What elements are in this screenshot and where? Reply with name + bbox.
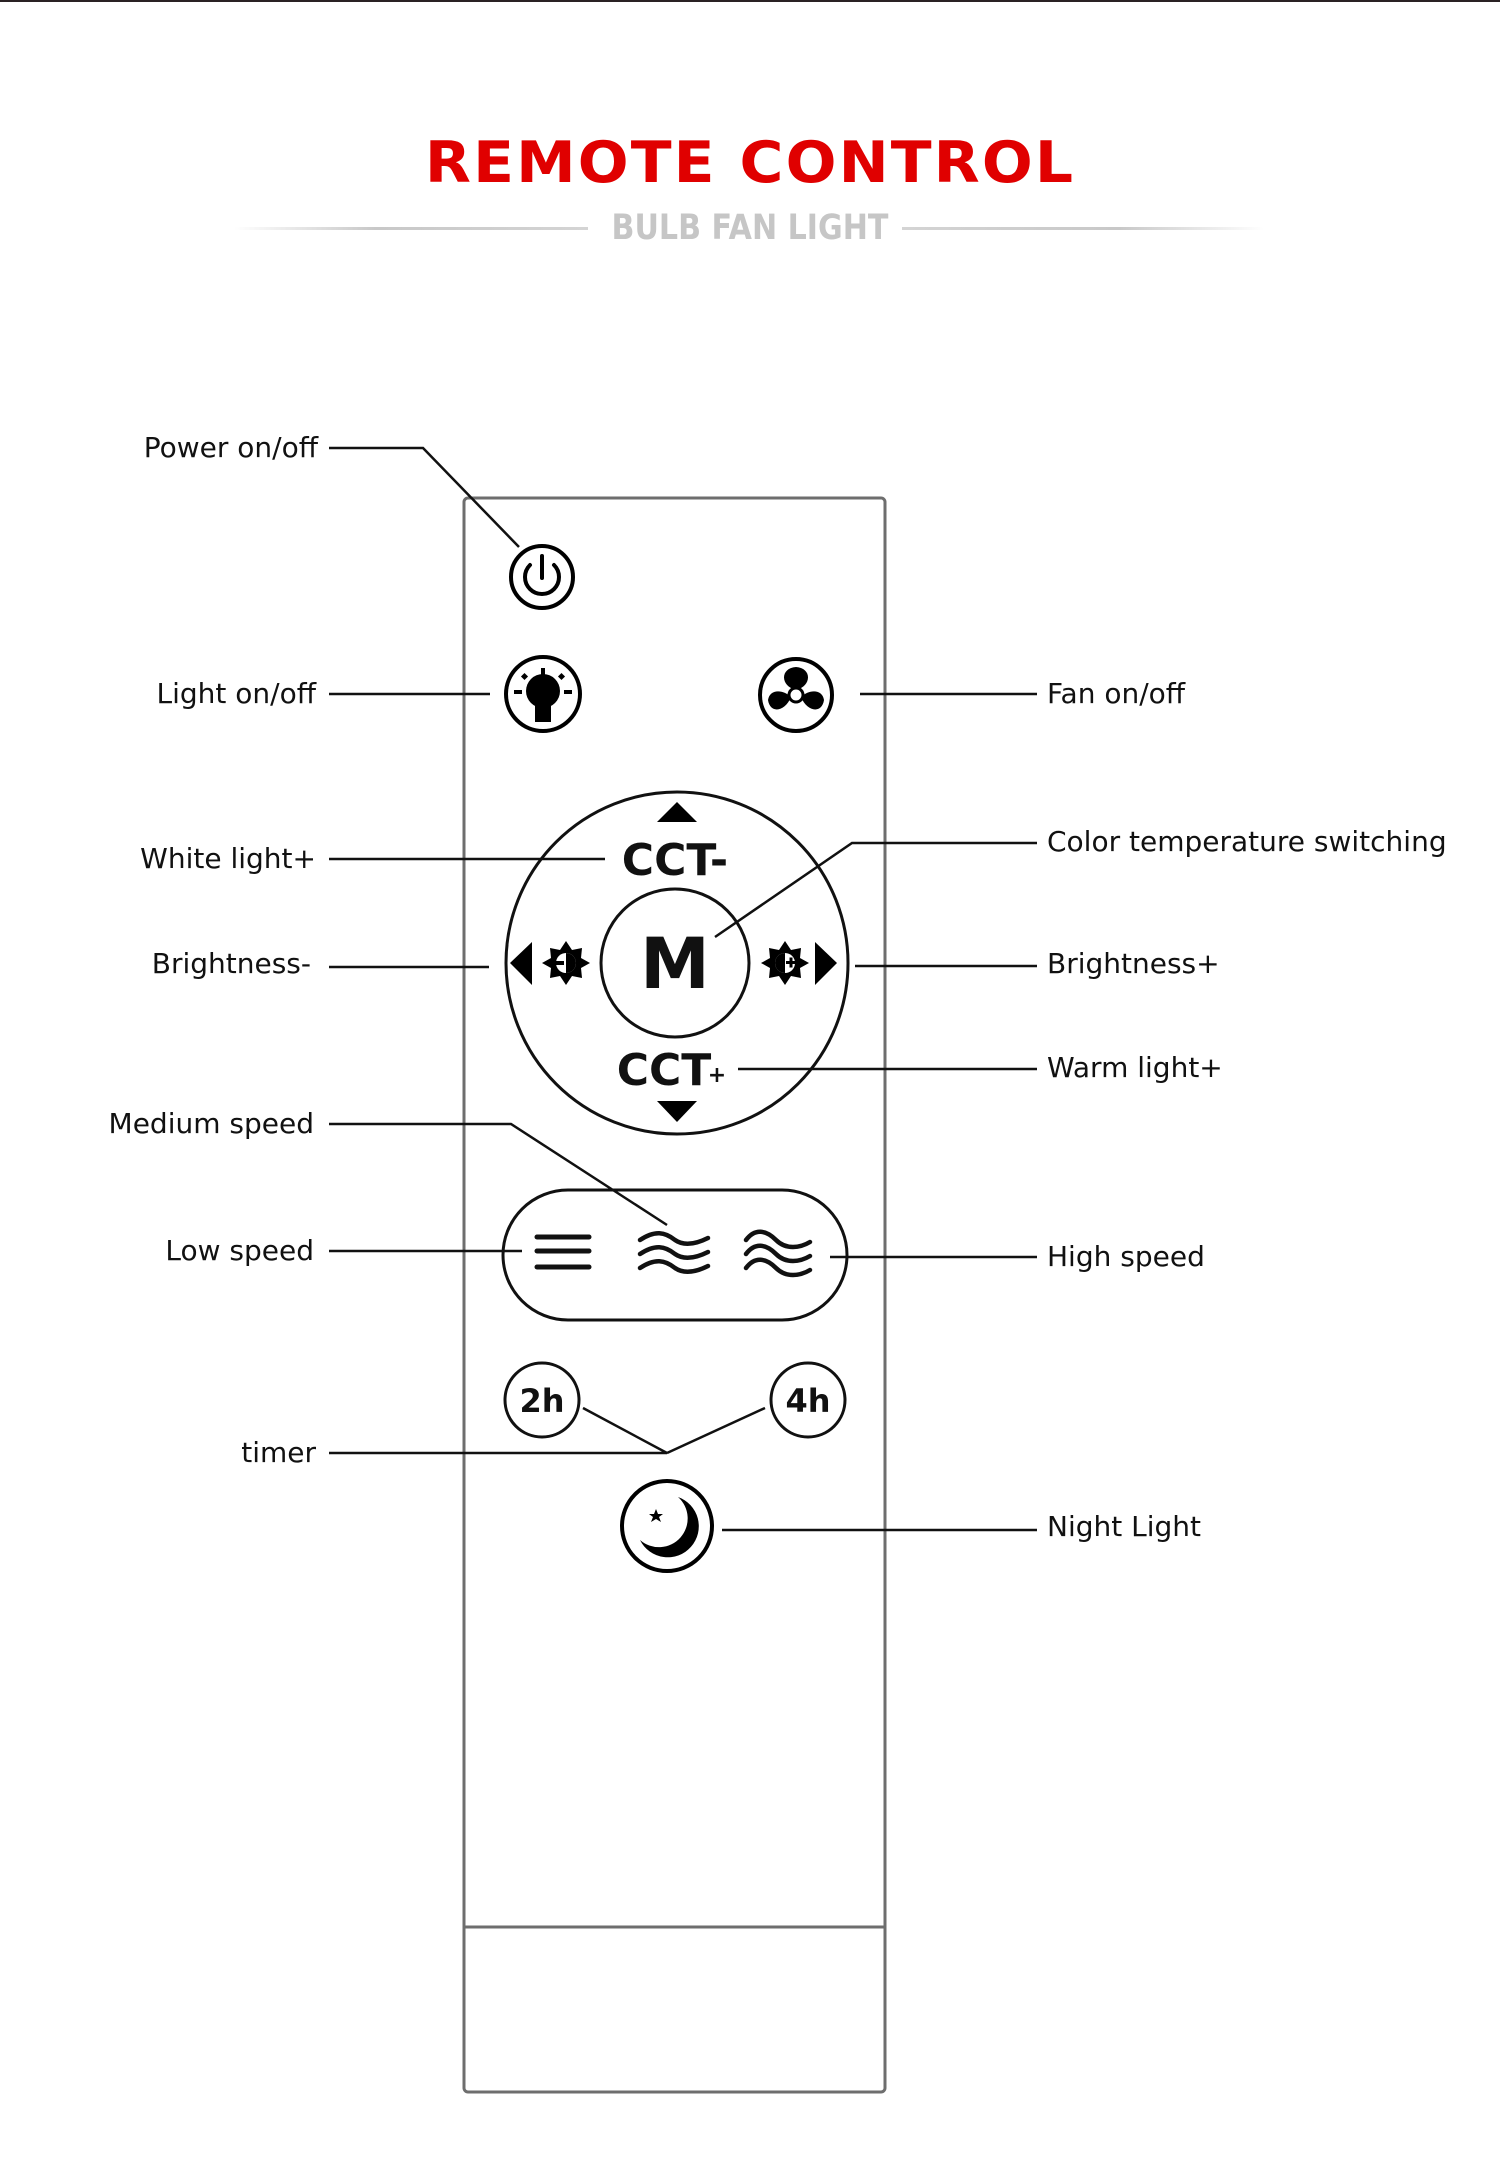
lightbulb-icon <box>514 668 572 722</box>
label-low-speed: Low speed <box>165 1234 314 1267</box>
mode-text: M <box>640 923 710 1005</box>
brightness-down-icon <box>542 941 590 985</box>
label-brightness-minus: Brightness- <box>151 947 311 980</box>
timer-4h-button[interactable]: 4h <box>769 1361 847 1439</box>
cct-minus-button[interactable]: CCT- <box>622 802 728 886</box>
page-title: REMOTE CONTROL <box>424 130 1076 196</box>
label-brightness-plus: Brightness+ <box>1047 947 1220 980</box>
power-icon <box>523 554 561 597</box>
label-white-light: White light+ <box>140 842 316 875</box>
cct-plus-button[interactable]: CCT + <box>617 1045 727 1122</box>
timer-4h-text: 4h <box>785 1382 830 1420</box>
brightness-plus-button[interactable] <box>761 941 837 985</box>
brightness-minus-button[interactable] <box>510 941 590 985</box>
label-light: Light on/off <box>156 677 316 710</box>
triangle-up-icon <box>657 802 697 822</box>
label-high-speed: High speed <box>1047 1240 1205 1273</box>
low-speed-icon <box>534 1234 592 1270</box>
label-timer: timer <box>241 1436 316 1469</box>
brightness-up-icon <box>761 941 809 985</box>
label-fan: Fan on/off <box>1047 677 1186 710</box>
callout-lines <box>329 446 1037 1532</box>
moon-icon <box>640 1497 699 1558</box>
timer-2h-button[interactable]: 2h <box>503 1361 581 1439</box>
label-power: Power on/off <box>143 431 318 464</box>
power-button[interactable] <box>509 544 575 610</box>
night-light-button[interactable] <box>620 1479 714 1573</box>
label-medium-speed: Medium speed <box>108 1107 314 1140</box>
high-speed-icon <box>743 1229 813 1278</box>
label-night-light: Night Light <box>1047 1510 1201 1543</box>
label-color-temp: Color temperature switching <box>1047 825 1447 858</box>
callout-line-power <box>329 446 520 548</box>
cct-plus-sign: + <box>708 1063 726 1088</box>
top-border <box>0 0 1500 2</box>
speed-low-button[interactable] <box>534 1234 592 1270</box>
page-subtitle: BULB FAN LIGHT <box>611 208 889 248</box>
cct-plus-text: CCT <box>617 1045 712 1096</box>
fan-icon <box>768 667 824 710</box>
callout-line-timer-4h <box>666 1406 766 1455</box>
callout-line-medium-speed <box>329 1122 668 1227</box>
mode-button[interactable]: M <box>599 887 751 1039</box>
label-warm-light: Warm light+ <box>1047 1051 1223 1084</box>
triangle-right-icon <box>815 942 837 985</box>
speed-high-button[interactable] <box>743 1229 813 1278</box>
callout-line-color-temp <box>714 841 1037 939</box>
triangle-down-icon <box>657 1101 697 1122</box>
fan-button[interactable] <box>758 657 834 733</box>
medium-speed-icon <box>637 1231 711 1275</box>
triangle-left-icon <box>510 942 532 985</box>
light-button[interactable] <box>504 655 582 733</box>
speed-medium-button[interactable] <box>637 1231 711 1275</box>
timer-2h-text: 2h <box>519 1382 564 1420</box>
title-divider-left <box>234 227 588 230</box>
title-divider-right <box>902 227 1264 230</box>
cct-minus-text: CCT- <box>622 835 728 886</box>
